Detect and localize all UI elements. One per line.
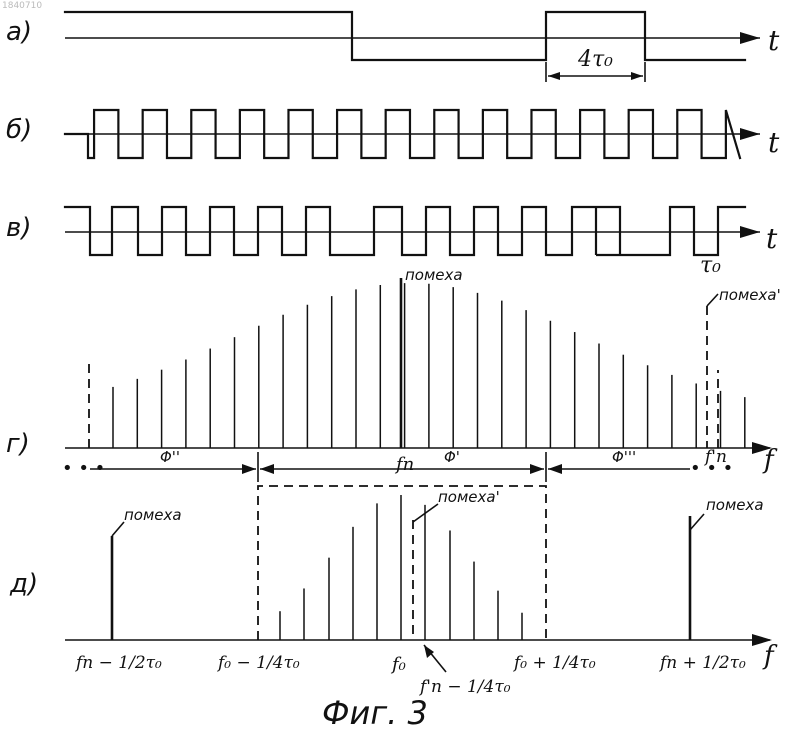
- tick-fn-plus: fп + 1/2τ₀: [658, 653, 746, 673]
- panel-d-axis-label: f: [762, 641, 778, 671]
- panel-a-label: а): [6, 17, 32, 47]
- phi-right-arrow-head: [548, 464, 562, 474]
- panel-d-label: д): [9, 569, 38, 599]
- panel-v-axis-label: t: [766, 222, 778, 255]
- phi-mid-arrow-head-right: [530, 464, 544, 474]
- panel-b-axis-arrow: [740, 128, 760, 140]
- panel-a-axis-label: t: [768, 24, 780, 57]
- panel-v-waveform: [65, 207, 745, 255]
- panel-g-fn-label: fп: [394, 454, 414, 475]
- panel-a-waveform: [65, 12, 745, 60]
- panel-d-interference-prime-label: помеха': [438, 488, 500, 506]
- filter-passband-box: [258, 486, 546, 640]
- panel-a-dim-arrow-right: [631, 72, 643, 80]
- panel-v-label: в): [6, 213, 31, 243]
- dots-right: • • •: [690, 458, 733, 479]
- tick-f0-plus: f₀ + 1/4τ₀: [512, 653, 596, 673]
- phi-right-label: Φ''': [612, 448, 636, 466]
- panel-a-axis-arrow: [740, 32, 760, 44]
- panel-a-width-label: 4τ₀: [577, 47, 613, 72]
- tick-f0-minus: f₀ − 1/4τ₀: [216, 653, 300, 673]
- panel-b-axis-label: t: [768, 126, 780, 159]
- panel-g-label: г): [6, 429, 30, 459]
- panel-a-dim-arrow-left: [548, 72, 560, 80]
- watermark: 1840710: [2, 1, 42, 11]
- panel-b-label: б): [6, 115, 32, 145]
- tick-f0: f₀: [390, 654, 406, 675]
- tick-fn-prime-minus: f'п − 1/4τ₀: [418, 677, 511, 697]
- phi-left-label: Φ'': [160, 448, 180, 466]
- panel-g-interference-label: помеха: [405, 266, 463, 284]
- panel-v-tau-label: τ₀: [700, 253, 721, 278]
- phi-mid-arrow-head-left: [260, 464, 274, 474]
- panel-g-spectrum: [89, 283, 745, 448]
- panel-g-interference-prime-leader: [707, 294, 718, 306]
- phi-left-arrow-head: [242, 464, 256, 474]
- panel-d-interference-left-leader: [112, 522, 124, 536]
- panel-d-spectrum: [280, 495, 522, 640]
- phi-mid-label: Φ': [444, 448, 460, 466]
- panel-v-axis-arrow: [740, 226, 760, 238]
- panel-d-interference-right-label: помеха: [706, 496, 764, 514]
- figure-caption: Фиг. 3: [322, 694, 428, 732]
- panel-d-interference-right-leader: [690, 514, 704, 530]
- tick-fn-minus: fп − 1/2τ₀: [74, 653, 162, 673]
- panel-g-axis-label: f: [762, 445, 778, 475]
- panel-g-interference-prime-label: помеха': [719, 286, 781, 304]
- dots-left: • • •: [62, 458, 105, 479]
- panel-d-interference-left-label: помеха: [124, 506, 182, 524]
